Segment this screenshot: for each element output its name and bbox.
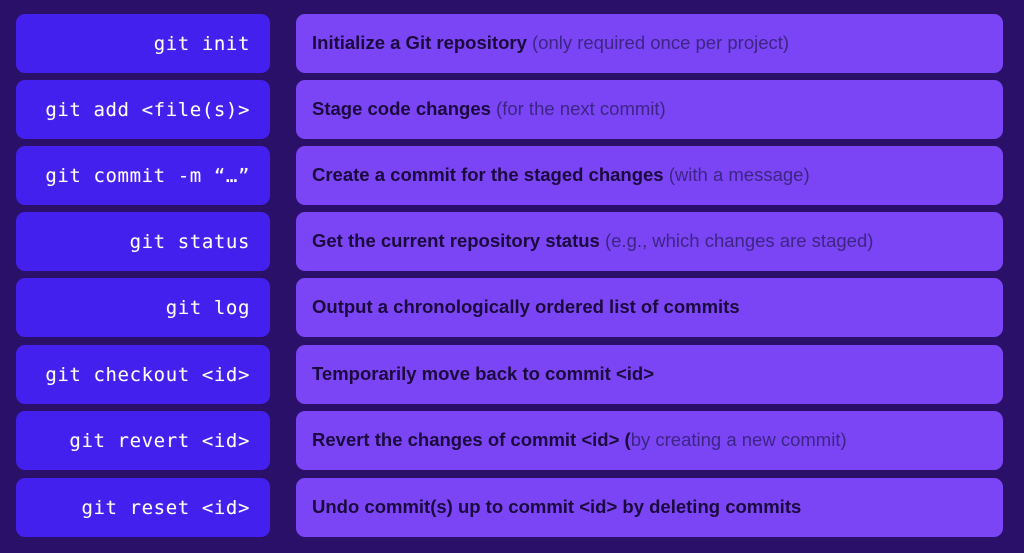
description-note: by creating a new commit) bbox=[630, 429, 847, 451]
cheatsheet-row: git reset <id> Undo commit(s) up to comm… bbox=[0, 478, 1024, 537]
description-pill-git-revert[interactable]: Revert the changes of commit <id> (by cr… bbox=[296, 411, 1003, 470]
command-pill-git-commit[interactable]: git commit -m “…” bbox=[16, 146, 270, 205]
command-pill-git-checkout[interactable]: git checkout <id> bbox=[16, 345, 270, 404]
cheatsheet-row: git add <file(s)> Stage code changes (fo… bbox=[0, 80, 1024, 139]
description-note: (with a message) bbox=[663, 164, 810, 186]
description-pill-git-reset[interactable]: Undo commit(s) up to commit <id> by dele… bbox=[296, 478, 1003, 537]
command-pill-git-add[interactable]: git add <file(s)> bbox=[16, 80, 270, 139]
command-label: git commit -m “…” bbox=[45, 164, 250, 187]
description-pill-git-commit[interactable]: Create a commit for the staged changes (… bbox=[296, 146, 1003, 205]
cheatsheet-row: git commit -m “…” Create a commit for th… bbox=[0, 146, 1024, 205]
description-label: Undo commit(s) up to commit <id> by dele… bbox=[312, 497, 801, 517]
description-label: Get the current repository status (e.g.,… bbox=[312, 231, 873, 251]
description-note: (only required once per project) bbox=[526, 32, 790, 54]
description-strong: Undo commit(s) up to commit <id> by dele… bbox=[312, 496, 802, 518]
description-strong: Temporarily move back to commit <id> bbox=[312, 363, 655, 385]
description-strong: Revert the changes of commit <id> ( bbox=[312, 429, 631, 451]
command-pill-git-revert[interactable]: git revert <id> bbox=[16, 411, 270, 470]
command-pill-git-status[interactable]: git status bbox=[16, 212, 270, 271]
cheatsheet-row: git status Get the current repository st… bbox=[0, 212, 1024, 271]
description-strong: Get the current repository status bbox=[312, 230, 600, 252]
cheatsheet-row: git log Output a chronologically ordered… bbox=[0, 278, 1024, 337]
description-note: (e.g., which changes are staged) bbox=[599, 230, 874, 252]
description-pill-git-checkout[interactable]: Temporarily move back to commit <id> bbox=[296, 345, 1003, 404]
description-pill-git-status[interactable]: Get the current repository status (e.g.,… bbox=[296, 212, 1003, 271]
description-label: Output a chronologically ordered list of… bbox=[312, 297, 740, 317]
description-strong: Create a commit for the staged changes bbox=[312, 164, 664, 186]
command-label: git checkout <id> bbox=[45, 363, 250, 386]
cheatsheet-row: git revert <id> Revert the changes of co… bbox=[0, 411, 1024, 470]
command-pill-git-init[interactable]: git init bbox=[16, 14, 270, 73]
command-label: git log bbox=[165, 296, 250, 319]
description-label: Revert the changes of commit <id> (by cr… bbox=[312, 430, 847, 450]
description-pill-git-log[interactable]: Output a chronologically ordered list of… bbox=[296, 278, 1003, 337]
description-note: (for the next commit) bbox=[490, 98, 666, 120]
command-label: git add <file(s)> bbox=[45, 98, 250, 121]
description-label: Initialize a Git repository (only requir… bbox=[312, 33, 789, 53]
command-pill-git-log[interactable]: git log bbox=[16, 278, 270, 337]
description-pill-git-add[interactable]: Stage code changes (for the next commit) bbox=[296, 80, 1003, 139]
description-strong: Stage code changes bbox=[312, 98, 491, 120]
cheatsheet-row: git checkout <id> Temporarily move back … bbox=[0, 345, 1024, 404]
command-pill-git-reset[interactable]: git reset <id> bbox=[16, 478, 270, 537]
description-label: Temporarily move back to commit <id> bbox=[312, 364, 654, 384]
description-strong: Output a chronologically ordered list of… bbox=[312, 296, 740, 318]
description-pill-git-init[interactable]: Initialize a Git repository (only requir… bbox=[296, 14, 1003, 73]
command-label: git status bbox=[129, 230, 250, 253]
description-label: Stage code changes (for the next commit) bbox=[312, 99, 666, 119]
command-label: git reset <id> bbox=[81, 496, 250, 519]
command-label: git revert <id> bbox=[69, 429, 250, 452]
description-strong: Initialize a Git repository bbox=[312, 32, 527, 54]
description-label: Create a commit for the staged changes (… bbox=[312, 165, 810, 185]
cheatsheet-row: git init Initialize a Git repository (on… bbox=[0, 14, 1024, 73]
command-label: git init bbox=[153, 32, 250, 55]
